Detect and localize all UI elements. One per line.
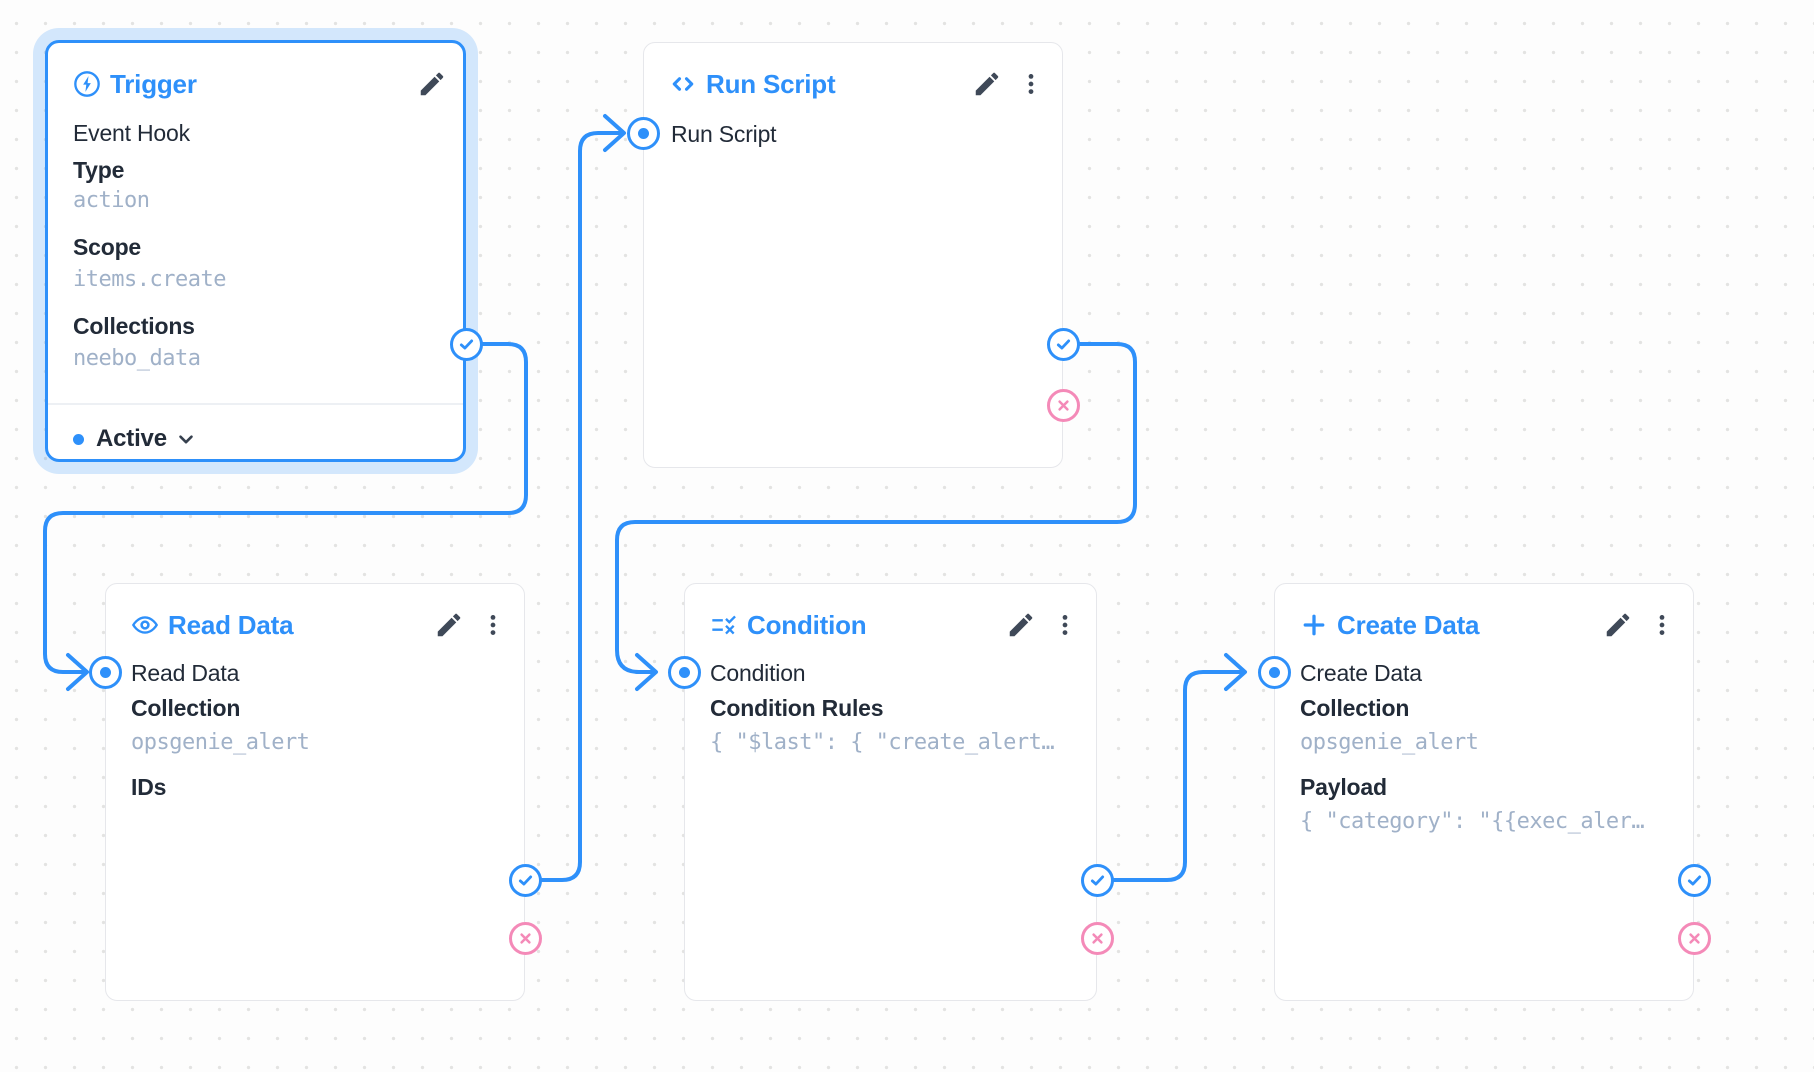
edit-icon[interactable] bbox=[1006, 610, 1036, 640]
input-label: Read Data bbox=[131, 659, 240, 686]
edge-condition-to-create-data-arrow bbox=[1224, 653, 1247, 691]
create-data-resolve-connector[interactable] bbox=[1677, 863, 1711, 897]
node-title: Run Script bbox=[706, 68, 836, 99]
run-script-input-connector[interactable] bbox=[626, 116, 660, 150]
trigger-resolve-connector[interactable] bbox=[449, 327, 483, 361]
edit-icon[interactable] bbox=[1603, 610, 1633, 640]
edge-read-data-to-run-script-arrow bbox=[603, 114, 626, 152]
edit-icon[interactable] bbox=[434, 610, 464, 640]
create-data-header: Create Data bbox=[1300, 608, 1677, 642]
read-data-reject-connector[interactable] bbox=[508, 921, 542, 955]
status-dropdown[interactable]: Active bbox=[73, 423, 438, 455]
eye-icon bbox=[131, 611, 159, 639]
input-label: Condition bbox=[710, 659, 806, 686]
node-title: Trigger bbox=[110, 68, 197, 99]
field-value: { "$last": { "create_alert… bbox=[710, 729, 1055, 755]
run-script-resolve-connector[interactable] bbox=[1046, 327, 1080, 361]
status-label: Active bbox=[96, 425, 167, 452]
input-dot bbox=[1268, 666, 1280, 678]
field-value: opsgenie_alert bbox=[131, 729, 310, 755]
field-label: Collection bbox=[131, 694, 241, 721]
read-data-input-connector[interactable] bbox=[88, 655, 122, 689]
node-condition[interactable]: Condition Condition Condition Rules { "$… bbox=[684, 583, 1097, 1001]
field-label: IDs bbox=[131, 773, 167, 800]
run-script-reject-connector[interactable] bbox=[1046, 388, 1080, 422]
node-title: Read Data bbox=[168, 609, 294, 640]
node-trigger[interactable]: Trigger Event Hook Type action Scope ite… bbox=[45, 40, 466, 462]
edit-icon[interactable] bbox=[972, 69, 1002, 99]
kebab-menu-icon[interactable] bbox=[1052, 610, 1078, 640]
node-create-data[interactable]: Create Data Create Data Collection opsge… bbox=[1274, 583, 1694, 1001]
code-icon bbox=[669, 70, 697, 98]
field-value: action bbox=[73, 187, 150, 213]
node-read-data[interactable]: Read Data Read Data Collection opsgenie_… bbox=[105, 583, 525, 1001]
field-value: neebo_data bbox=[73, 345, 201, 371]
field-label: Collections bbox=[73, 312, 195, 339]
edit-icon[interactable] bbox=[417, 69, 447, 99]
input-dot bbox=[678, 666, 690, 678]
run-script-header: Run Script bbox=[669, 67, 1046, 101]
input-dot bbox=[637, 127, 649, 139]
kebab-menu-icon[interactable] bbox=[1649, 610, 1675, 640]
edge-condition-to-create-data bbox=[1095, 670, 1246, 882]
node-title: Create Data bbox=[1337, 609, 1480, 640]
kebab-menu-icon[interactable] bbox=[1018, 69, 1044, 99]
edge-read-data-to-run-script bbox=[523, 131, 625, 882]
input-label: Run Script bbox=[671, 120, 777, 147]
kebab-menu-icon[interactable] bbox=[480, 610, 506, 640]
rule-icon bbox=[710, 611, 738, 639]
input-label: Create Data bbox=[1300, 659, 1422, 686]
chevron-down-icon bbox=[175, 428, 197, 450]
status-dot bbox=[73, 433, 84, 445]
footer-divider bbox=[48, 403, 463, 405]
field-label: Collection bbox=[1300, 694, 1410, 721]
edge-trigger-to-read-data-arrow bbox=[66, 653, 89, 691]
trigger-header: Trigger bbox=[73, 67, 447, 101]
field-value: opsgenie_alert bbox=[1300, 729, 1479, 755]
edge-run-script-to-condition-arrow bbox=[635, 653, 658, 691]
input-dot bbox=[99, 666, 111, 678]
read-data-resolve-connector[interactable] bbox=[508, 863, 542, 897]
field-label: Payload bbox=[1300, 773, 1387, 800]
condition-resolve-connector[interactable] bbox=[1080, 863, 1114, 897]
node-run-script[interactable]: Run Script Run Script bbox=[643, 42, 1063, 468]
field-label: Type bbox=[73, 156, 125, 183]
node-title: Condition bbox=[747, 609, 867, 640]
condition-reject-connector[interactable] bbox=[1080, 921, 1114, 955]
create-data-input-connector[interactable] bbox=[1257, 655, 1291, 689]
field-value: items.create bbox=[73, 266, 226, 292]
field-value: { "category": "{{exec_aler… bbox=[1300, 808, 1645, 834]
condition-input-connector[interactable] bbox=[667, 655, 701, 689]
field-label: Scope bbox=[73, 233, 142, 260]
create-data-reject-connector[interactable] bbox=[1677, 921, 1711, 955]
trigger-type-label: Event Hook bbox=[73, 119, 190, 146]
bolt-circle-icon bbox=[73, 70, 101, 98]
field-label: Condition Rules bbox=[710, 694, 884, 721]
plus-icon bbox=[1300, 611, 1328, 639]
